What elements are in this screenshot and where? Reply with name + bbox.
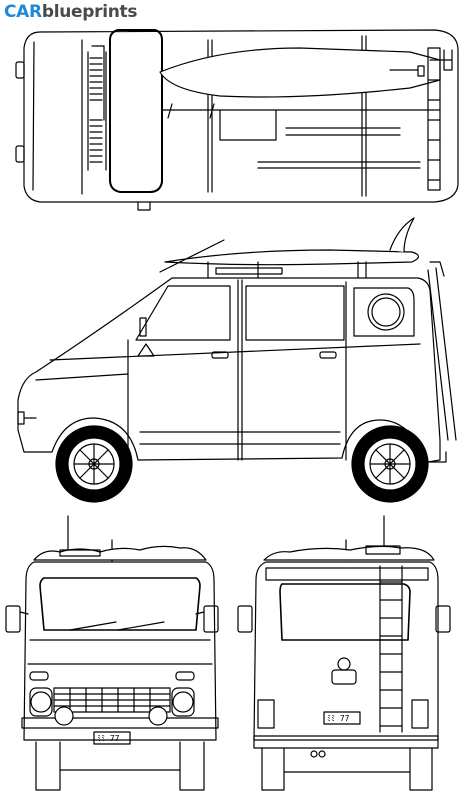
side-rear-ladder bbox=[427, 267, 457, 441]
side-wheel-front bbox=[55, 425, 133, 503]
rear-taillight-right bbox=[411, 699, 429, 729]
brand-logo-car: CAR bbox=[4, 2, 42, 22]
side-door-handle-rear bbox=[319, 351, 337, 359]
side-window-front bbox=[135, 285, 231, 341]
front-mirror-right bbox=[203, 605, 219, 633]
front-license-plate-text: ﾐﾐ 77 bbox=[97, 734, 120, 743]
front-windscreen bbox=[39, 577, 201, 631]
front-license-plate bbox=[93, 731, 131, 745]
brand-logo-blueprints: blueprints bbox=[41, 2, 138, 22]
top-mirror-left bbox=[15, 61, 25, 79]
side-window-middle bbox=[245, 285, 345, 341]
top-surfboard bbox=[159, 47, 441, 98]
front-headlight-right bbox=[171, 687, 195, 717]
top-windscreen bbox=[109, 29, 163, 193]
front-foglight-left bbox=[54, 706, 74, 726]
brand-logo: CARblueprints bbox=[4, 1, 137, 23]
side-view bbox=[17, 217, 457, 503]
side-warning-triangle bbox=[137, 343, 155, 357]
top-ladder bbox=[427, 47, 441, 191]
front-mirror-left bbox=[5, 605, 21, 633]
side-wheel-rear bbox=[351, 425, 429, 503]
top-mirror-right bbox=[15, 145, 25, 163]
rear-license-plate-text: ﾐﾐ 77 bbox=[327, 714, 350, 723]
front-body-outline bbox=[23, 561, 217, 741]
rear-taillight-left bbox=[257, 699, 275, 729]
side-window-rear bbox=[353, 287, 415, 337]
side-surfboard-fin bbox=[389, 217, 415, 253]
rear-window bbox=[279, 583, 411, 641]
side-porthole bbox=[367, 293, 405, 331]
top-view bbox=[15, 29, 459, 211]
rear-view: ﾐﾐ 77 bbox=[237, 515, 451, 791]
rear-mirror-left bbox=[237, 605, 253, 633]
side-door-handle-front bbox=[211, 351, 229, 359]
side-surfboard bbox=[164, 249, 420, 266]
front-foglight-right bbox=[148, 706, 168, 726]
rear-mirror-right bbox=[435, 605, 451, 633]
side-antenna bbox=[159, 239, 225, 273]
rear-license-plate bbox=[323, 711, 361, 725]
front-view: ﾐﾐ 77 bbox=[5, 515, 219, 791]
rear-ladder bbox=[379, 565, 403, 733]
top-body-outline bbox=[23, 29, 459, 203]
front-headlight-left bbox=[29, 687, 53, 717]
